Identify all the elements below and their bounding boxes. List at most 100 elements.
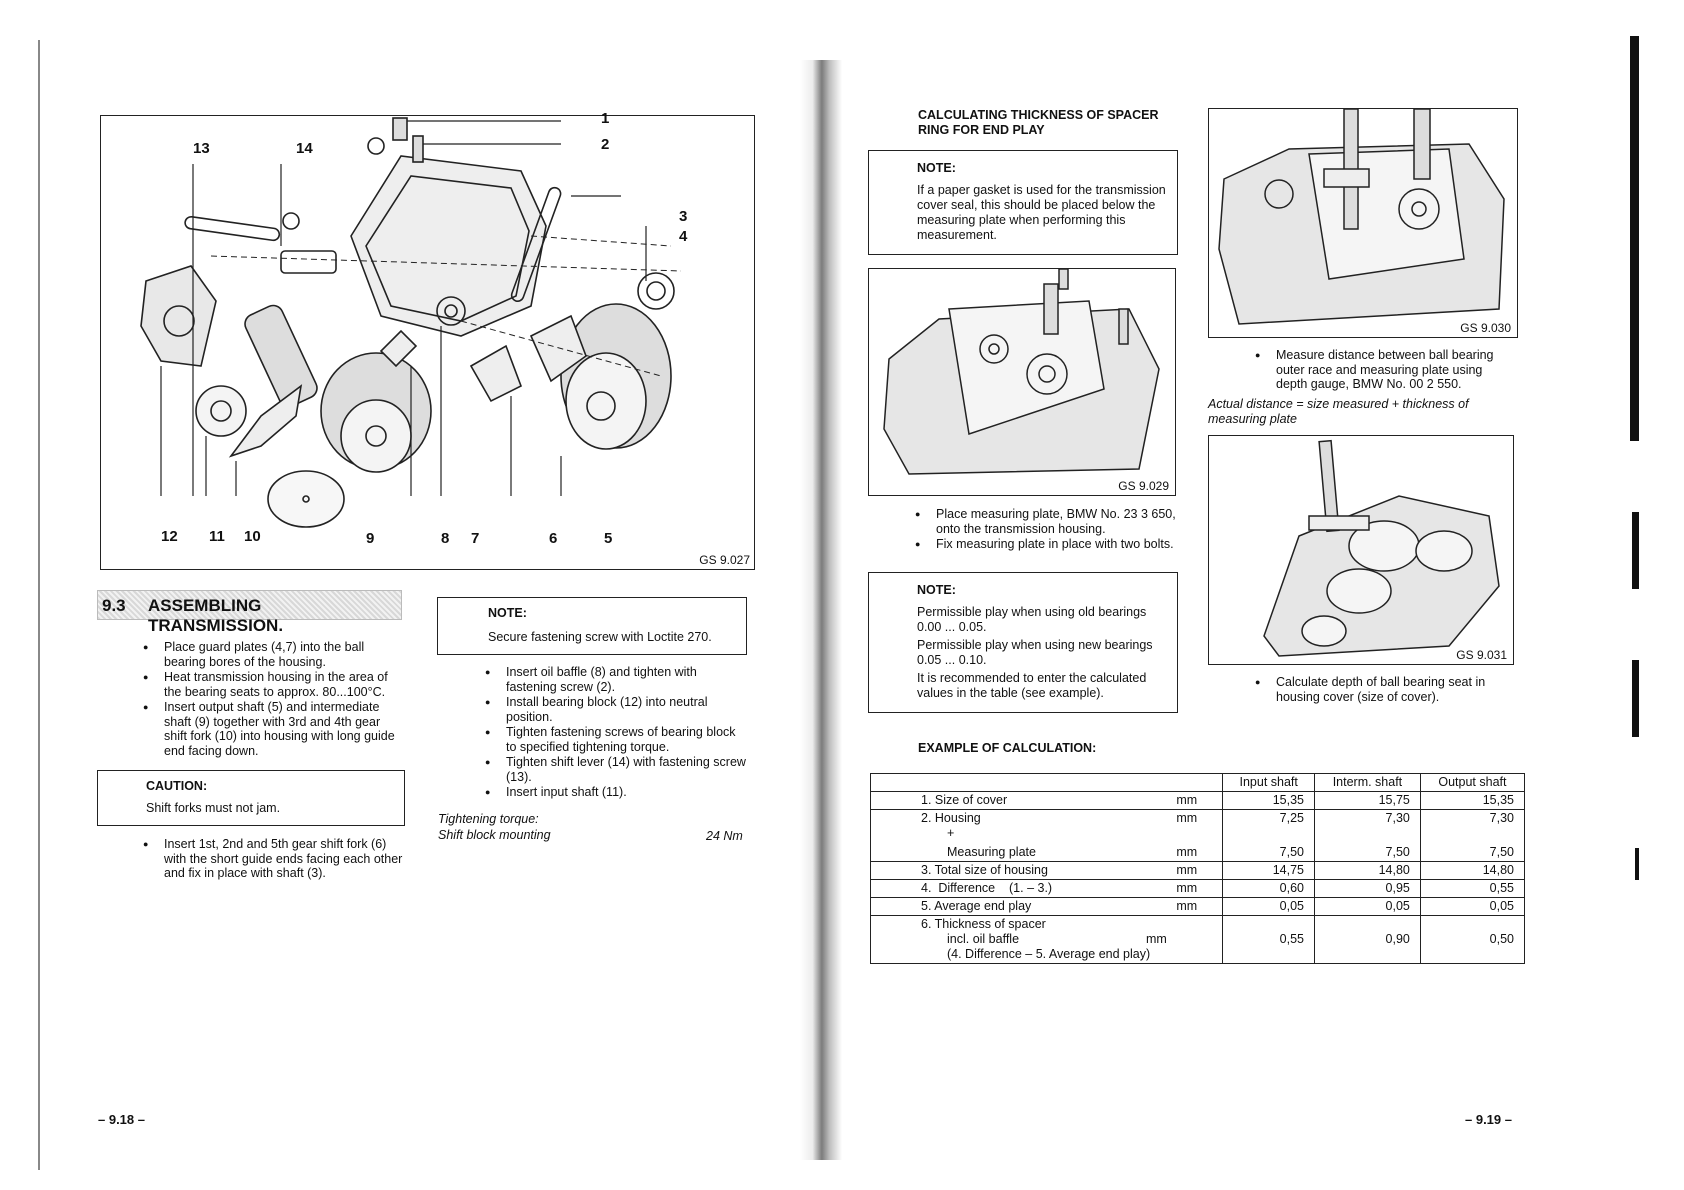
callout-13: 13 [193, 140, 210, 157]
note-text: If a paper gasket is used for the transm… [917, 183, 1166, 242]
callout-11: 11 [209, 528, 225, 545]
scan-edge-mark [1635, 848, 1639, 880]
figure-code: GS 9.030 [1458, 321, 1513, 335]
cell-spacer [1427, 826, 1514, 841]
section-title: ASSEMBLING TRANSMISSION. [148, 596, 284, 635]
note-title: NOTE: [488, 606, 527, 620]
note-title: NOTE: [917, 583, 956, 597]
column-header: Output shaft [1419, 773, 1526, 792]
callout-4: 4 [679, 228, 688, 245]
column-header: Interm. shaft [1314, 773, 1421, 792]
cell-value: 7,30 7,50 [1419, 809, 1526, 862]
note-text-old-bearings: Permissible play when using old bearings… [917, 605, 1147, 634]
measuring-plate-illustration [883, 269, 1160, 475]
row-label: 4. Difference (1. – 3.) [870, 879, 1171, 898]
cell-value-plate: 7,50 [1385, 845, 1410, 859]
table-row: 5. Average end play mm 0,05 0,05 0,05 [870, 897, 1526, 916]
row-label-housing: 2. Housing [921, 811, 981, 825]
list-item: Heat transmission housing in the area of… [140, 670, 405, 699]
note-box: NOTE: Secure fastening screw with Loctit… [437, 597, 747, 655]
row-unit-measuring-plate: mm [1176, 845, 1198, 859]
calc-heading: CALCULATING THICKNESS OF SPACER RING FOR… [918, 108, 1159, 137]
list-item: Place measuring plate, BMW No. 23 3 650,… [912, 507, 1177, 536]
list-item: Tighten fastening screws of bearing bloc… [482, 725, 747, 754]
cell-value-housing: 7,25 [1279, 811, 1304, 825]
list-item: Insert oil baffle (8) and tighten with f… [482, 665, 747, 694]
housing-cover-illustration [1263, 439, 1500, 657]
callout-8: 8 [441, 530, 450, 547]
cell-value: 15,35 [1222, 791, 1315, 810]
note-title: NOTE: [917, 161, 956, 175]
table-header-row: Input shaft Interm. shaft Output shaft [869, 773, 1526, 792]
row-label: 3. Total size of housing [870, 861, 1171, 880]
row-label: 5. Average end play [870, 897, 1171, 916]
caution-title: CAUTION: [146, 779, 208, 793]
list-item: Tighten shift lever (14) with fastening … [482, 755, 747, 784]
callout-6: 6 [549, 530, 558, 547]
row-unit-spacer [1176, 826, 1216, 841]
figure-code: GS 9.029 [1116, 479, 1171, 493]
measuring-plate-steps: Place measuring plate, BMW No. 23 3 650,… [912, 507, 1177, 553]
depth-gauge-figure: GS 9.030 [1208, 108, 1518, 338]
cell-value-housing: 7,30 [1489, 811, 1514, 825]
actual-distance-formula: Actual distance = size measured + thickn… [1208, 397, 1469, 426]
row-unit: mm [1146, 932, 1167, 946]
row-label-measuring-plate: Measuring plate [947, 845, 1036, 859]
callout-2: 2 [601, 136, 610, 153]
row-label-formula: (4. Difference – 5. Average end play) [947, 947, 1151, 961]
cell-value: 0,60 [1222, 879, 1315, 898]
list-item: Insert input shaft (11). [482, 785, 747, 800]
scan-edge-mark [38, 40, 40, 1170]
table-row: 3. Total size of housing mm 14,75 14,80 … [870, 861, 1526, 880]
cell-value: 0,95 [1314, 879, 1421, 898]
row-label-plus: + [947, 826, 955, 840]
cell-spacer [1229, 826, 1304, 841]
page-number-left: – 9.18 – [98, 1112, 145, 1127]
section-heading: 9.3 ASSEMBLING TRANSMISSION. [97, 590, 402, 635]
assembly-steps-list: Place guard plates (4,7) into the ball b… [140, 640, 405, 759]
cell-value-housing: 7,30 [1385, 811, 1410, 825]
cell-value: 14,80 [1419, 861, 1526, 880]
callout-7: 7 [471, 530, 480, 547]
scan-edge-mark [1630, 36, 1639, 441]
cell-value: 14,75 [1222, 861, 1315, 880]
torque-heading: Tightening torque: [438, 812, 539, 826]
list-item: Place guard plates (4,7) into the ball b… [140, 640, 405, 669]
baffle-steps-list: Insert oil baffle (8) and tighten with f… [482, 665, 747, 801]
row-unit: mm [1170, 791, 1224, 810]
callout-3: 3 [679, 208, 688, 225]
torque-value: 24 Nm [706, 829, 743, 843]
list-item: Insert 1st, 2nd and 5th gear shift fork … [140, 837, 405, 881]
transmission-exploded-illustration [140, 117, 682, 528]
row-label: 1. Size of cover [870, 791, 1171, 810]
row-label-oil-baffle: incl. oil baffle mm [921, 932, 1216, 947]
callout-5: 5 [604, 530, 613, 547]
list-item: Calculate depth of ball bearing seat in … [1252, 675, 1517, 704]
note-text-recommendation: It is recommended to enter the calculate… [917, 671, 1147, 700]
column-header: Input shaft [1222, 773, 1315, 792]
binding-shadow [800, 60, 842, 1160]
scan-edge-mark [1632, 660, 1639, 737]
table-row: 4. Difference (1. – 3.) mm 0,60 0,95 0,5… [870, 879, 1526, 898]
cell-value: 15,35 [1419, 791, 1526, 810]
list-item: Insert output shaft (5) and intermediate… [140, 700, 405, 758]
table-row: 1. Size of cover mm 15,35 15,75 15,35 [870, 791, 1526, 810]
housing-cover-figure: GS 9.031 [1208, 435, 1514, 665]
row-unit: mm [1170, 861, 1224, 880]
section-number: 9.3 [102, 596, 126, 615]
list-item: Fix measuring plate in place with two bo… [912, 537, 1177, 552]
callout-10: 10 [244, 528, 261, 545]
note-box-gasket: NOTE: If a paper gasket is used for the … [868, 150, 1178, 255]
cell-value-plate: 7,50 [1279, 845, 1304, 859]
cell-value: 15,75 [1314, 791, 1421, 810]
scan-edge-mark [1632, 512, 1639, 589]
note-box-permissible-play: NOTE: Permissible play when using old be… [868, 572, 1178, 713]
shift-fork-steps-list: Insert 1st, 2nd and 5th gear shift fork … [140, 837, 405, 882]
list-item: Install bearing block (12) into neutral … [482, 695, 747, 724]
cover-depth-steps: Calculate depth of ball bearing seat in … [1252, 675, 1517, 705]
example-heading: EXAMPLE OF CALCULATION: [918, 741, 1097, 755]
callout-14: 14 [296, 140, 313, 157]
cell-value: 0,05 [1222, 897, 1315, 916]
row-label: 6. Thickness of spacer incl. oil baffle … [869, 915, 1223, 964]
cell-value-plate: 7,50 [1489, 845, 1514, 859]
